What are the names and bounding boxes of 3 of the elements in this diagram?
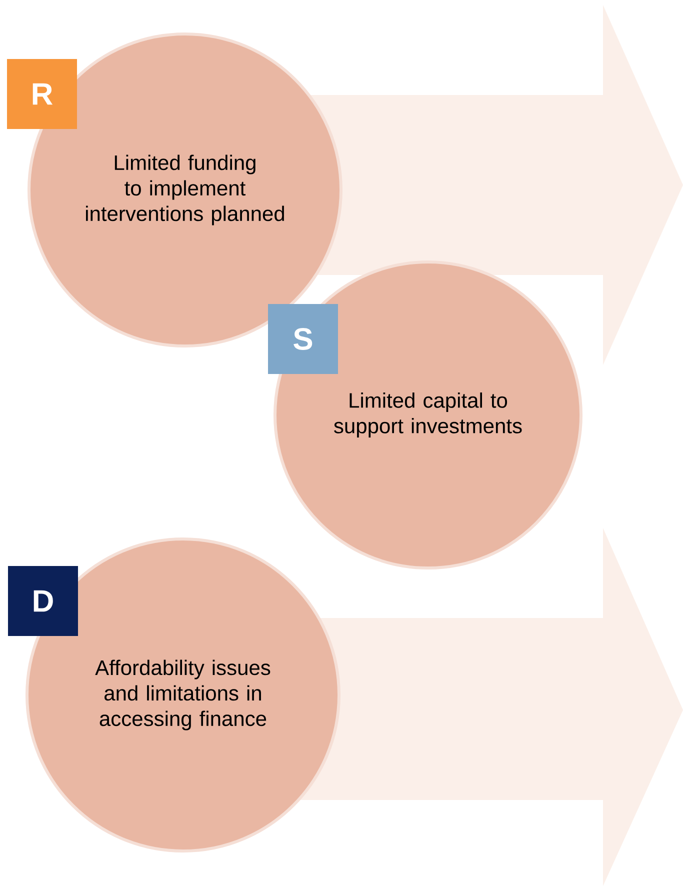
letter-square: S bbox=[268, 304, 338, 374]
letter-square: R bbox=[7, 59, 77, 129]
letter-square: D bbox=[8, 566, 78, 636]
